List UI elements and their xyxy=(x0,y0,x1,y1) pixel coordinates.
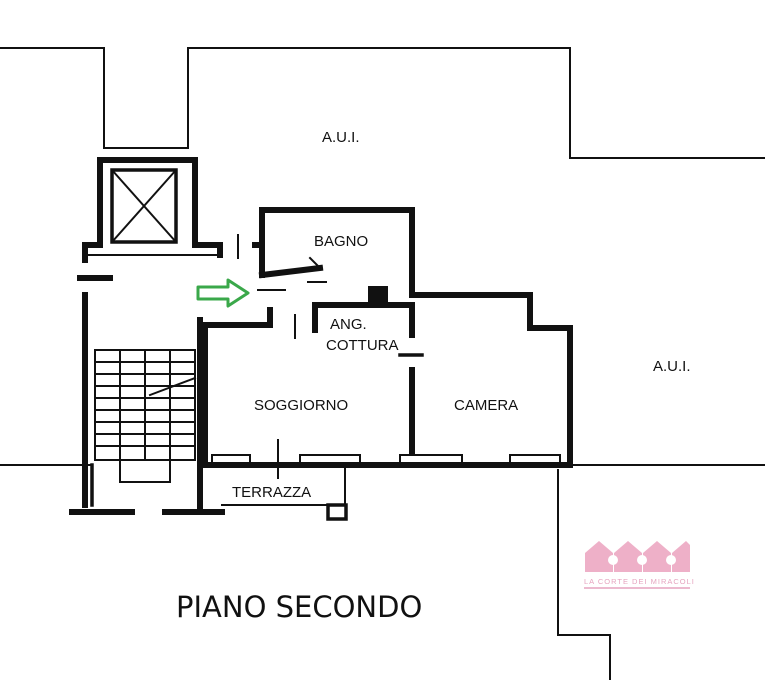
label-aui-right: A.U.I. xyxy=(653,358,691,375)
entrance-arrow-icon xyxy=(196,278,250,308)
label-cottura: COTTURA xyxy=(326,337,399,354)
logo: LA CORTE DEI MIRACOLI xyxy=(584,541,695,589)
label-soggiorno: SOGGIORNO xyxy=(254,397,348,414)
label-ang: ANG. xyxy=(330,316,367,333)
outer-boundary xyxy=(0,47,765,680)
terrazza xyxy=(69,503,348,521)
logo-text: LA CORTE DEI MIRACOLI xyxy=(584,577,695,586)
label-aui-top: A.U.I. xyxy=(322,129,360,146)
stairwell xyxy=(77,275,203,513)
apartment-walls xyxy=(202,207,573,479)
label-camera: CAMERA xyxy=(454,397,518,414)
label-bagno: BAGNO xyxy=(314,233,368,250)
logo-houses-icon xyxy=(585,541,690,572)
label-terrazza: TERRAZZA xyxy=(232,484,311,501)
elevator-shaft xyxy=(82,157,223,263)
plan-title: PIANO SECONDO xyxy=(176,590,422,624)
